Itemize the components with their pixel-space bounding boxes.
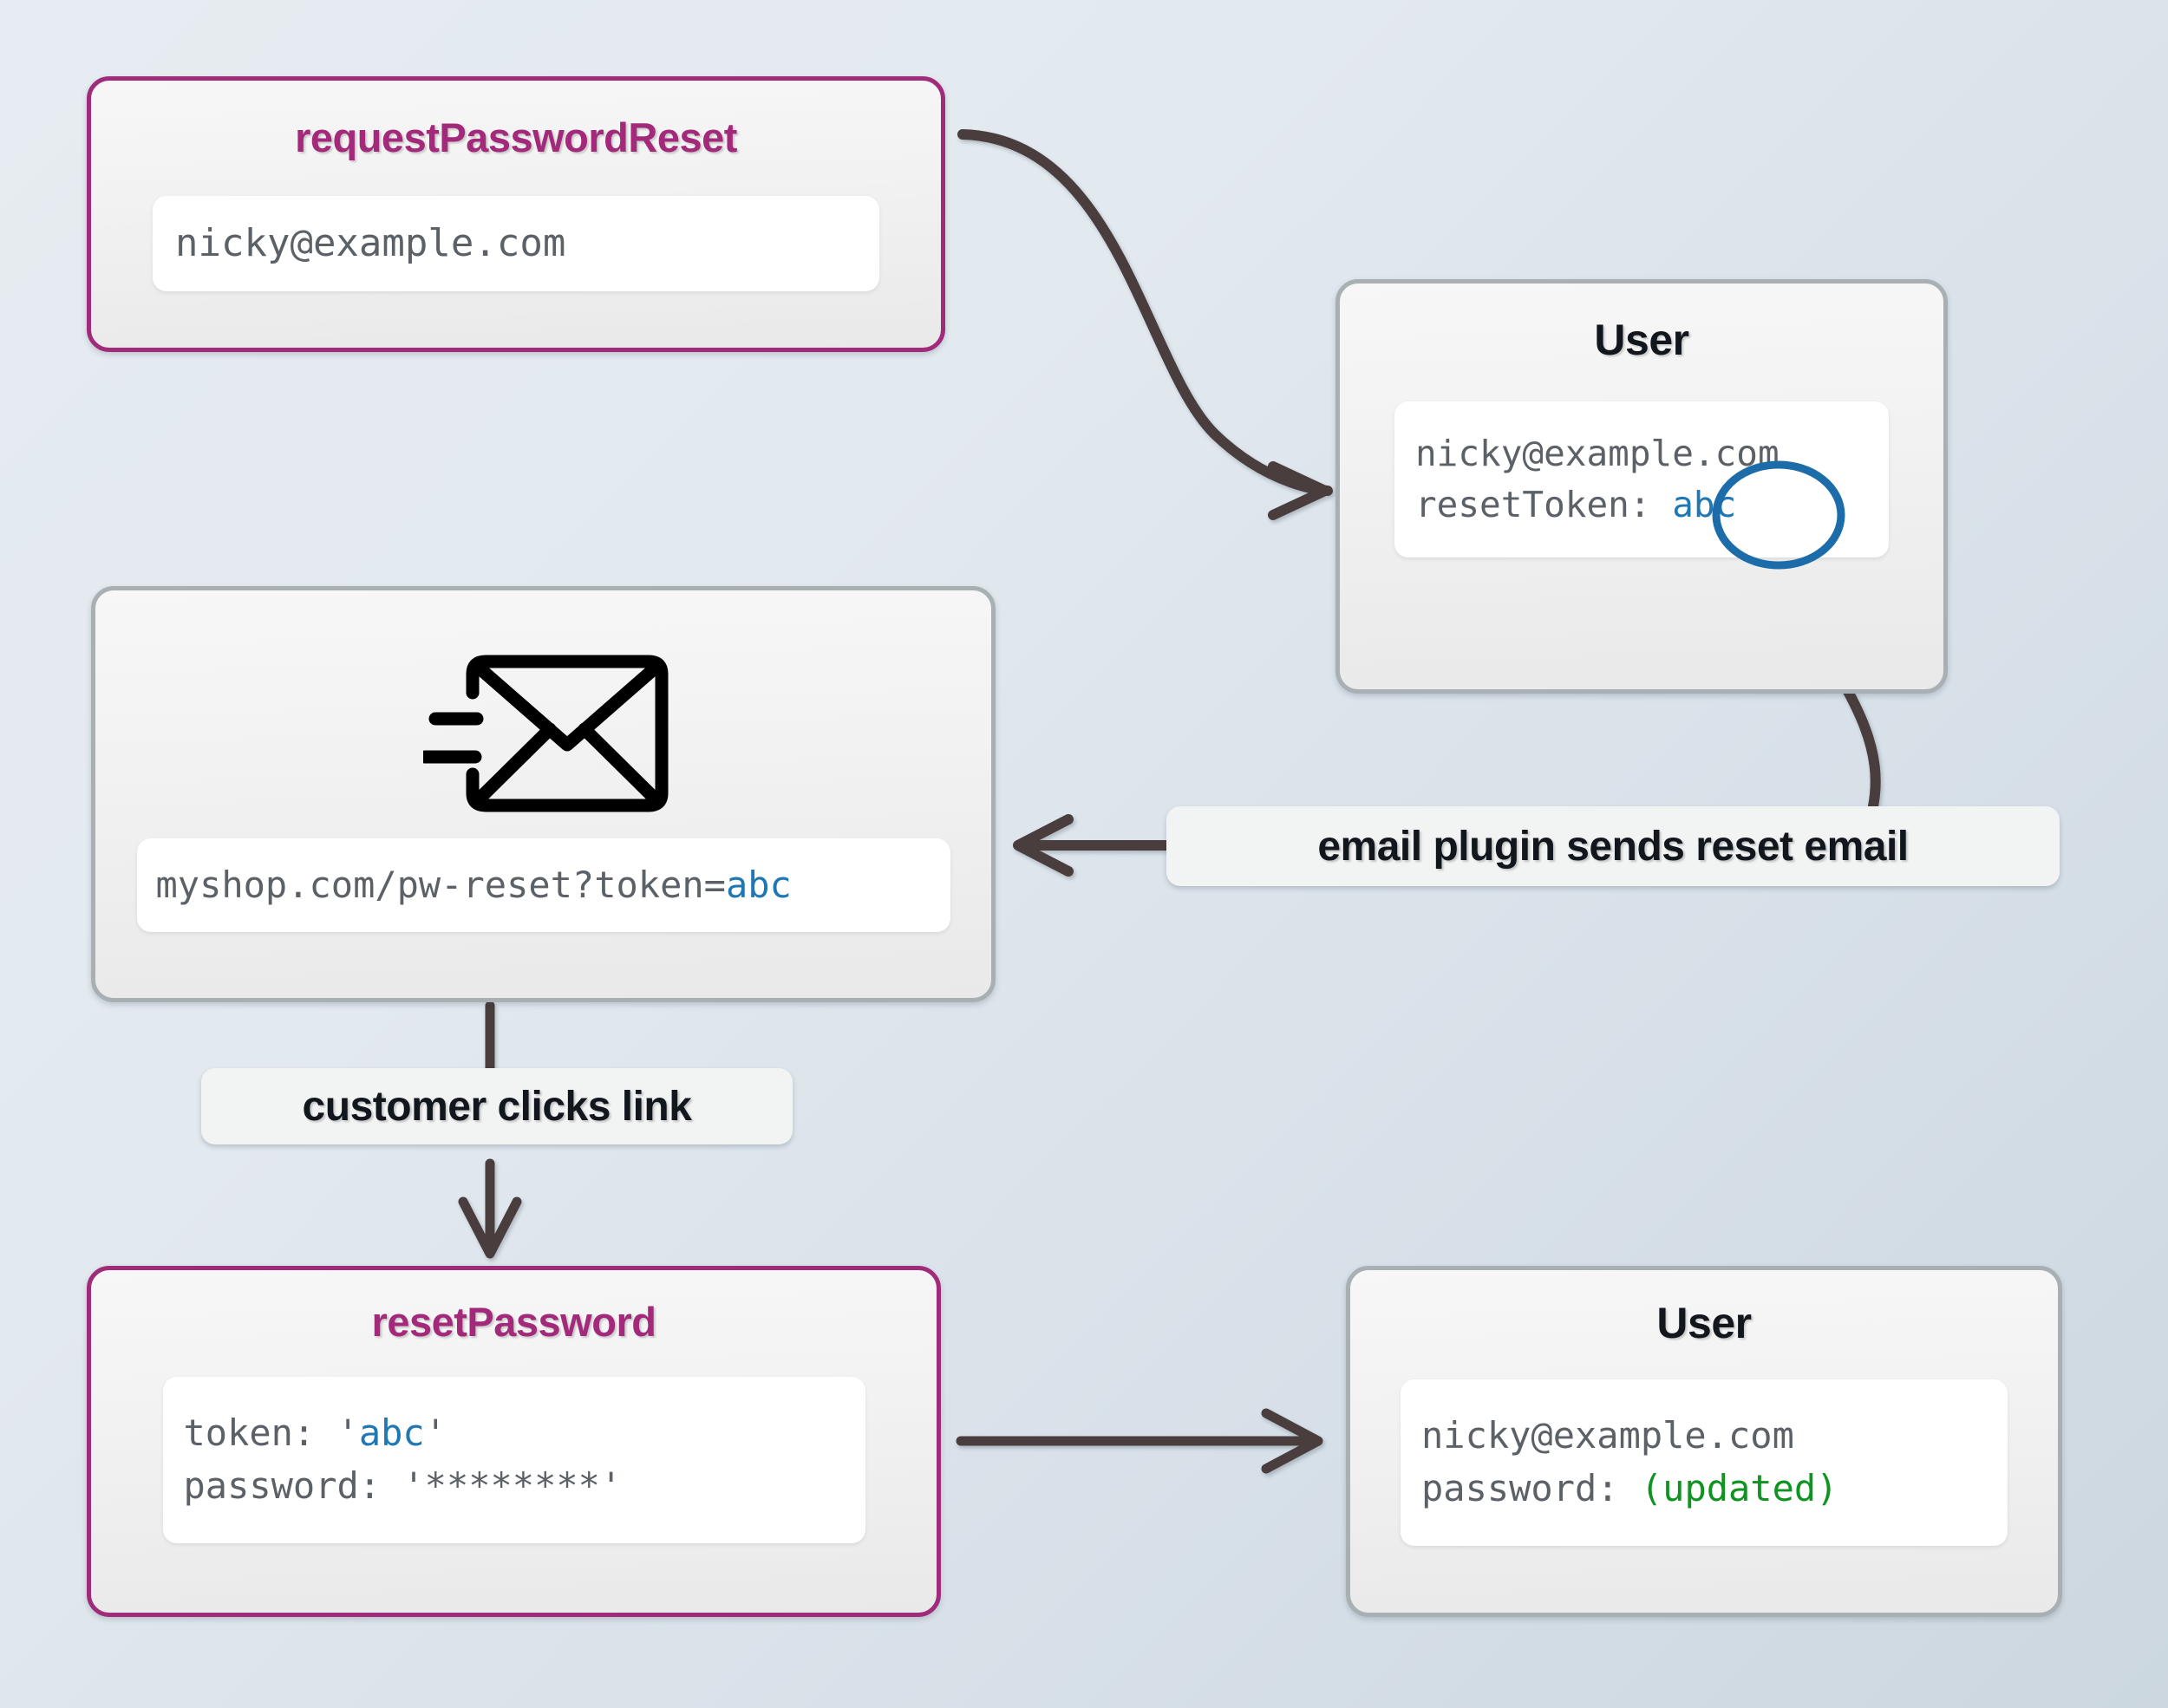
node-title-user-top: User bbox=[1594, 316, 1689, 364]
token-value: abc bbox=[358, 1411, 425, 1455]
field-row-password: password: (updated) bbox=[1421, 1463, 1987, 1516]
token-circle-annotation-icon bbox=[1712, 460, 1845, 570]
field-row-email: nicky@example.com bbox=[1421, 1414, 1794, 1457]
field-row-reset-url: myshop.com/pw-reset?token=abc bbox=[156, 859, 931, 912]
field-row-token: token: 'abc' bbox=[184, 1407, 845, 1460]
node-user-bottom[interactable]: User nicky@example.com password: (update… bbox=[1346, 1266, 2062, 1617]
field-user-top: nicky@example.com resetToken: abc bbox=[1394, 401, 1889, 570]
field-row-email: nicky@example.com bbox=[175, 221, 566, 266]
arrow-reset-password-to-user bbox=[956, 1408, 1323, 1474]
edge-label-email-plugin-sends-reset-email[interactable]: email plugin sends reset email bbox=[1166, 806, 2060, 886]
field-request-password-reset: nicky@example.com bbox=[153, 196, 879, 291]
field-email-link[interactable]: myshop.com/pw-reset?token=abc bbox=[136, 838, 950, 932]
password-label: password: bbox=[1421, 1467, 1641, 1509]
field-row-email: nicky@example.com bbox=[1415, 432, 1779, 474]
node-email-message[interactable]: myshop.com/pw-reset?token=abc bbox=[91, 586, 996, 1002]
node-reset-password[interactable]: resetPassword token: 'abc' password: '**… bbox=[87, 1266, 941, 1617]
field-reset-password: token: 'abc' password: '********' bbox=[162, 1377, 865, 1543]
arrow-request-to-user bbox=[957, 129, 1333, 520]
reset-token-label: resetToken: bbox=[1415, 484, 1673, 525]
field-row-password: password: '********' bbox=[184, 1460, 845, 1513]
password-updated-value: (updated) bbox=[1640, 1467, 1838, 1509]
node-request-password-reset[interactable]: requestPasswordReset nicky@example.com bbox=[87, 76, 945, 352]
edge-label-customer-clicks-link[interactable]: customer clicks link bbox=[201, 1068, 793, 1144]
envelope-sending-icon bbox=[423, 655, 669, 812]
node-title-user-bottom: User bbox=[1656, 1299, 1752, 1347]
reset-url-token: abc bbox=[725, 863, 792, 906]
node-title-reset-password: resetPassword bbox=[371, 1299, 656, 1345]
password-value: '********' bbox=[402, 1464, 623, 1507]
token-quote-close: ' bbox=[424, 1411, 447, 1455]
password-label: password: bbox=[183, 1464, 403, 1507]
node-user-top[interactable]: User nicky@example.com resetToken: abc bbox=[1335, 279, 1948, 694]
token-label: token: bbox=[183, 1411, 337, 1455]
reset-url-base: myshop.com/pw-reset?token= bbox=[155, 863, 726, 906]
node-title-request-password-reset: requestPasswordReset bbox=[295, 114, 737, 160]
field-user-bottom: nicky@example.com password: (updated) bbox=[1401, 1379, 2008, 1546]
arrow-plugin-label-to-email bbox=[1013, 814, 1172, 877]
token-quote-open: ' bbox=[336, 1411, 359, 1455]
